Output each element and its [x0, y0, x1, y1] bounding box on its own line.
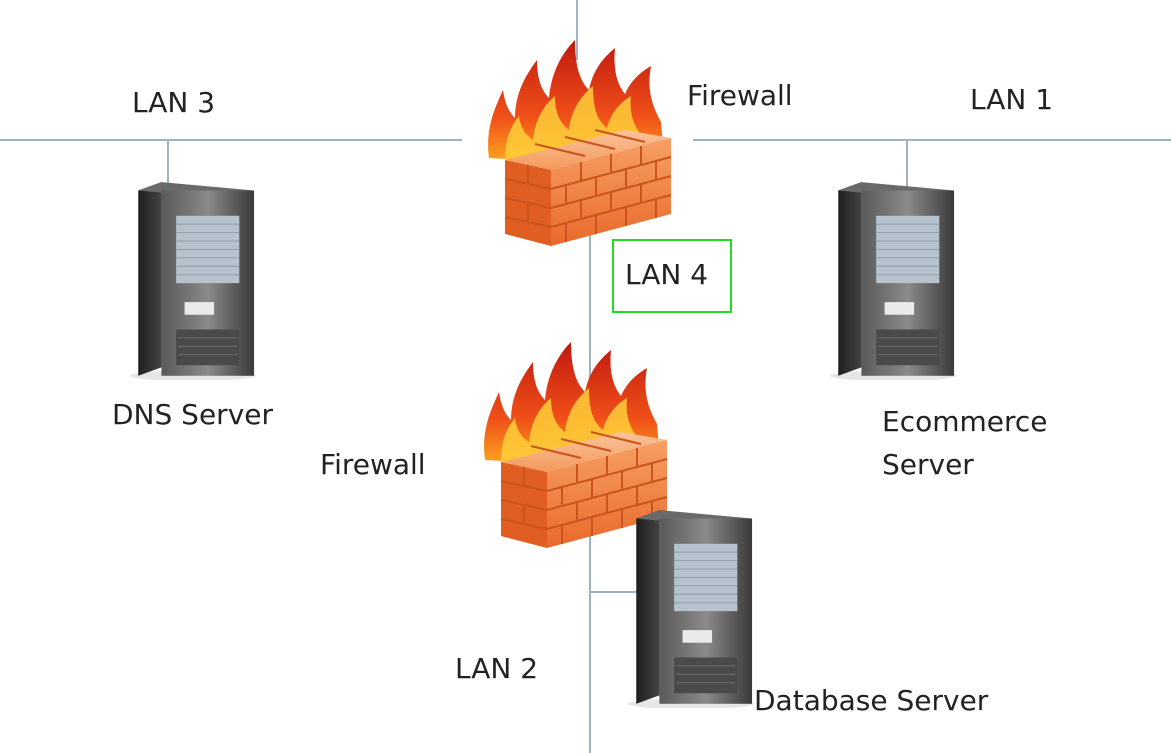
- lan1-label: LAN 1: [970, 83, 1054, 116]
- firewall-icon: [483, 340, 669, 550]
- firewall-icon: [487, 38, 673, 248]
- lan4-label: LAN 4: [625, 258, 709, 291]
- dns-server-label: DNS Server: [112, 398, 273, 431]
- lan3-label: LAN 3: [132, 86, 216, 119]
- ecommerce-label-line1: Ecommerce: [882, 405, 1048, 438]
- lan4-highlight-box: [612, 239, 732, 313]
- firewall-bottom-label: Firewall: [320, 448, 426, 481]
- server-icon: [129, 181, 257, 380]
- database-server-label: Database Server: [754, 684, 989, 717]
- server-icon: [627, 509, 755, 708]
- ecommerce-label-line2: Server: [882, 448, 974, 482]
- firewall-top-label: Firewall: [687, 79, 793, 112]
- server-icon: [829, 181, 957, 380]
- ecommerce-server-label: Ecommerce Server: [882, 400, 1048, 487]
- lan2-label: LAN 2: [455, 652, 539, 685]
